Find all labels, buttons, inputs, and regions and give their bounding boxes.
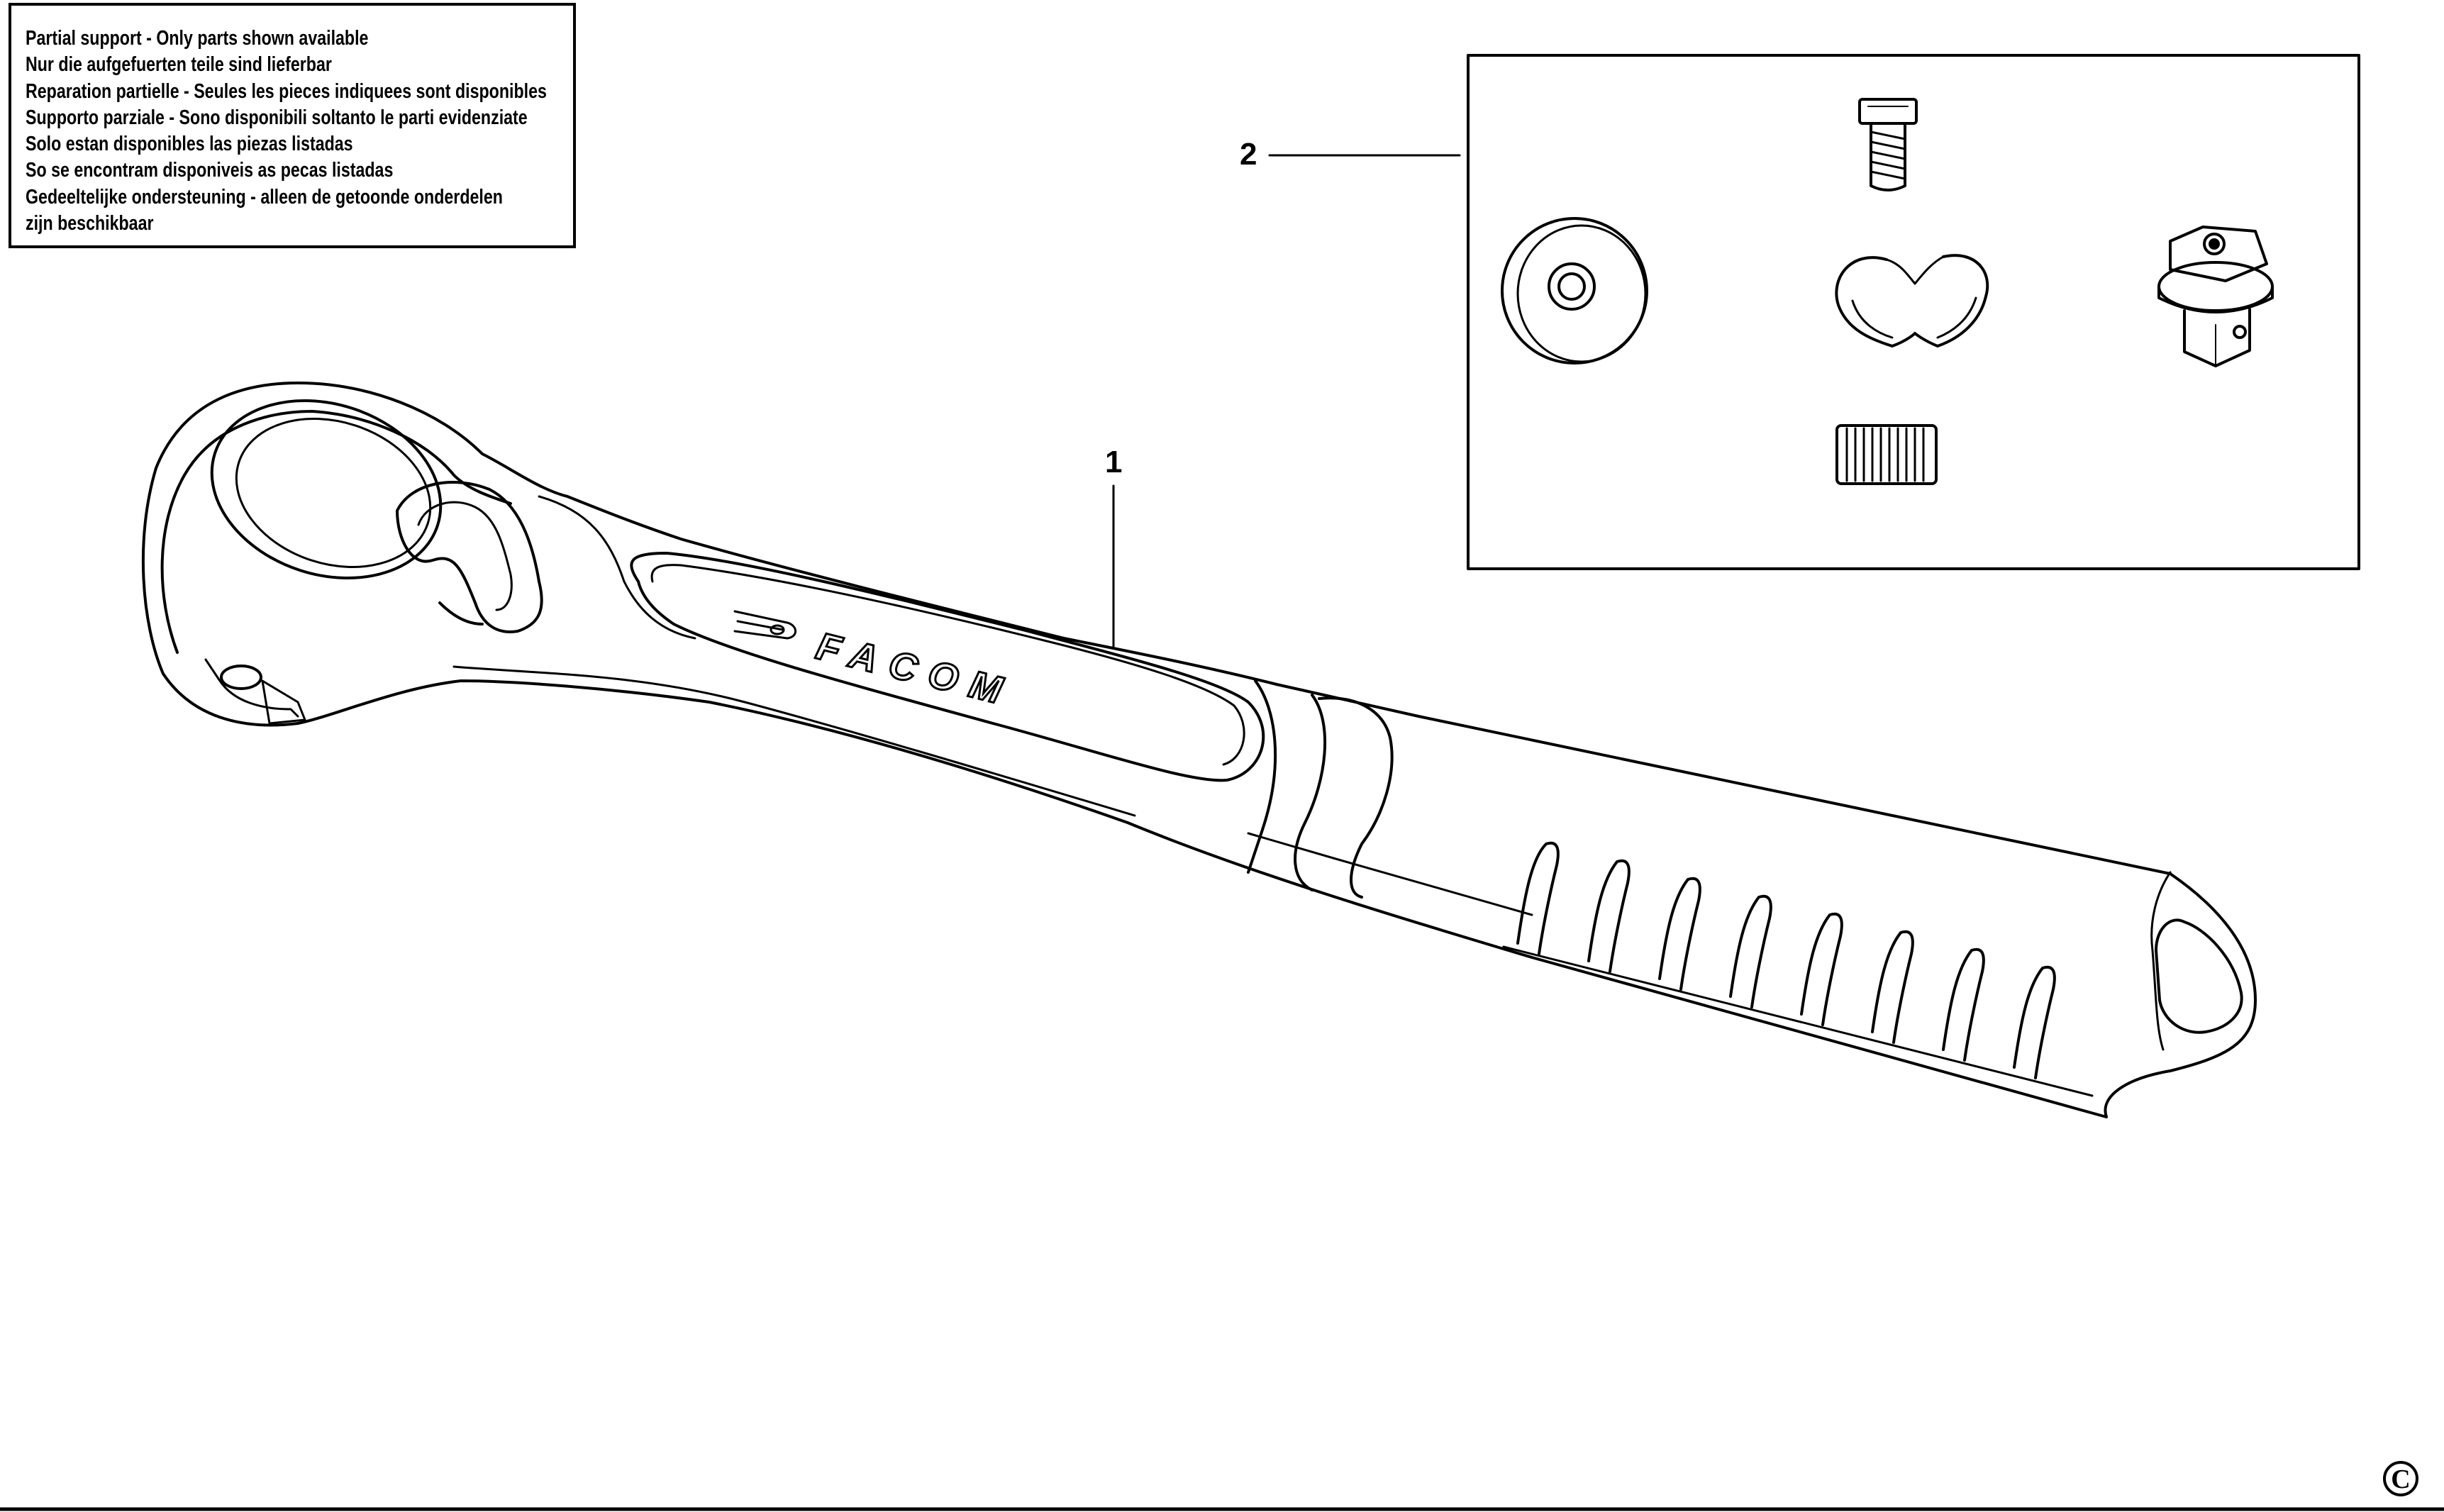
cover-plate-part	[1501, 217, 1648, 365]
notice-box: Partial support - Only parts shown avail…	[9, 3, 576, 248]
notice-line-de: Nur die aufgefuerten teile sind lieferba…	[26, 53, 332, 77]
screw-part	[1858, 98, 1918, 191]
ratchet-wrench-part	[141, 382, 2257, 1118]
callout-1: 1	[1105, 445, 1123, 479]
copyright-mark: C	[2383, 1461, 2418, 1496]
spring-clip-part	[1835, 254, 1989, 348]
notice-line-nl-2: zijn beschikbaar	[26, 212, 154, 235]
knurled-ring-part	[1835, 424, 1938, 485]
notice-line-nl-1: Gedeeltelijke ondersteuning - alleen de …	[26, 185, 503, 209]
notice-line-fr: Reparation partielle - Seules les pieces…	[26, 79, 547, 103]
notice-line-pt: So se encontram disponiveis as pecas lis…	[26, 159, 394, 182]
square-drive-part	[2157, 226, 2274, 367]
notice-line-it: Supporto parziale - Sono disponibili sol…	[26, 106, 528, 129]
repair-kit-frame	[1467, 54, 2360, 570]
notice-line-es: Solo estan disponibles las piezas listad…	[26, 133, 353, 156]
callout-2: 2	[1240, 137, 1257, 172]
notice-line-en: Partial support - Only parts shown avail…	[26, 27, 369, 50]
